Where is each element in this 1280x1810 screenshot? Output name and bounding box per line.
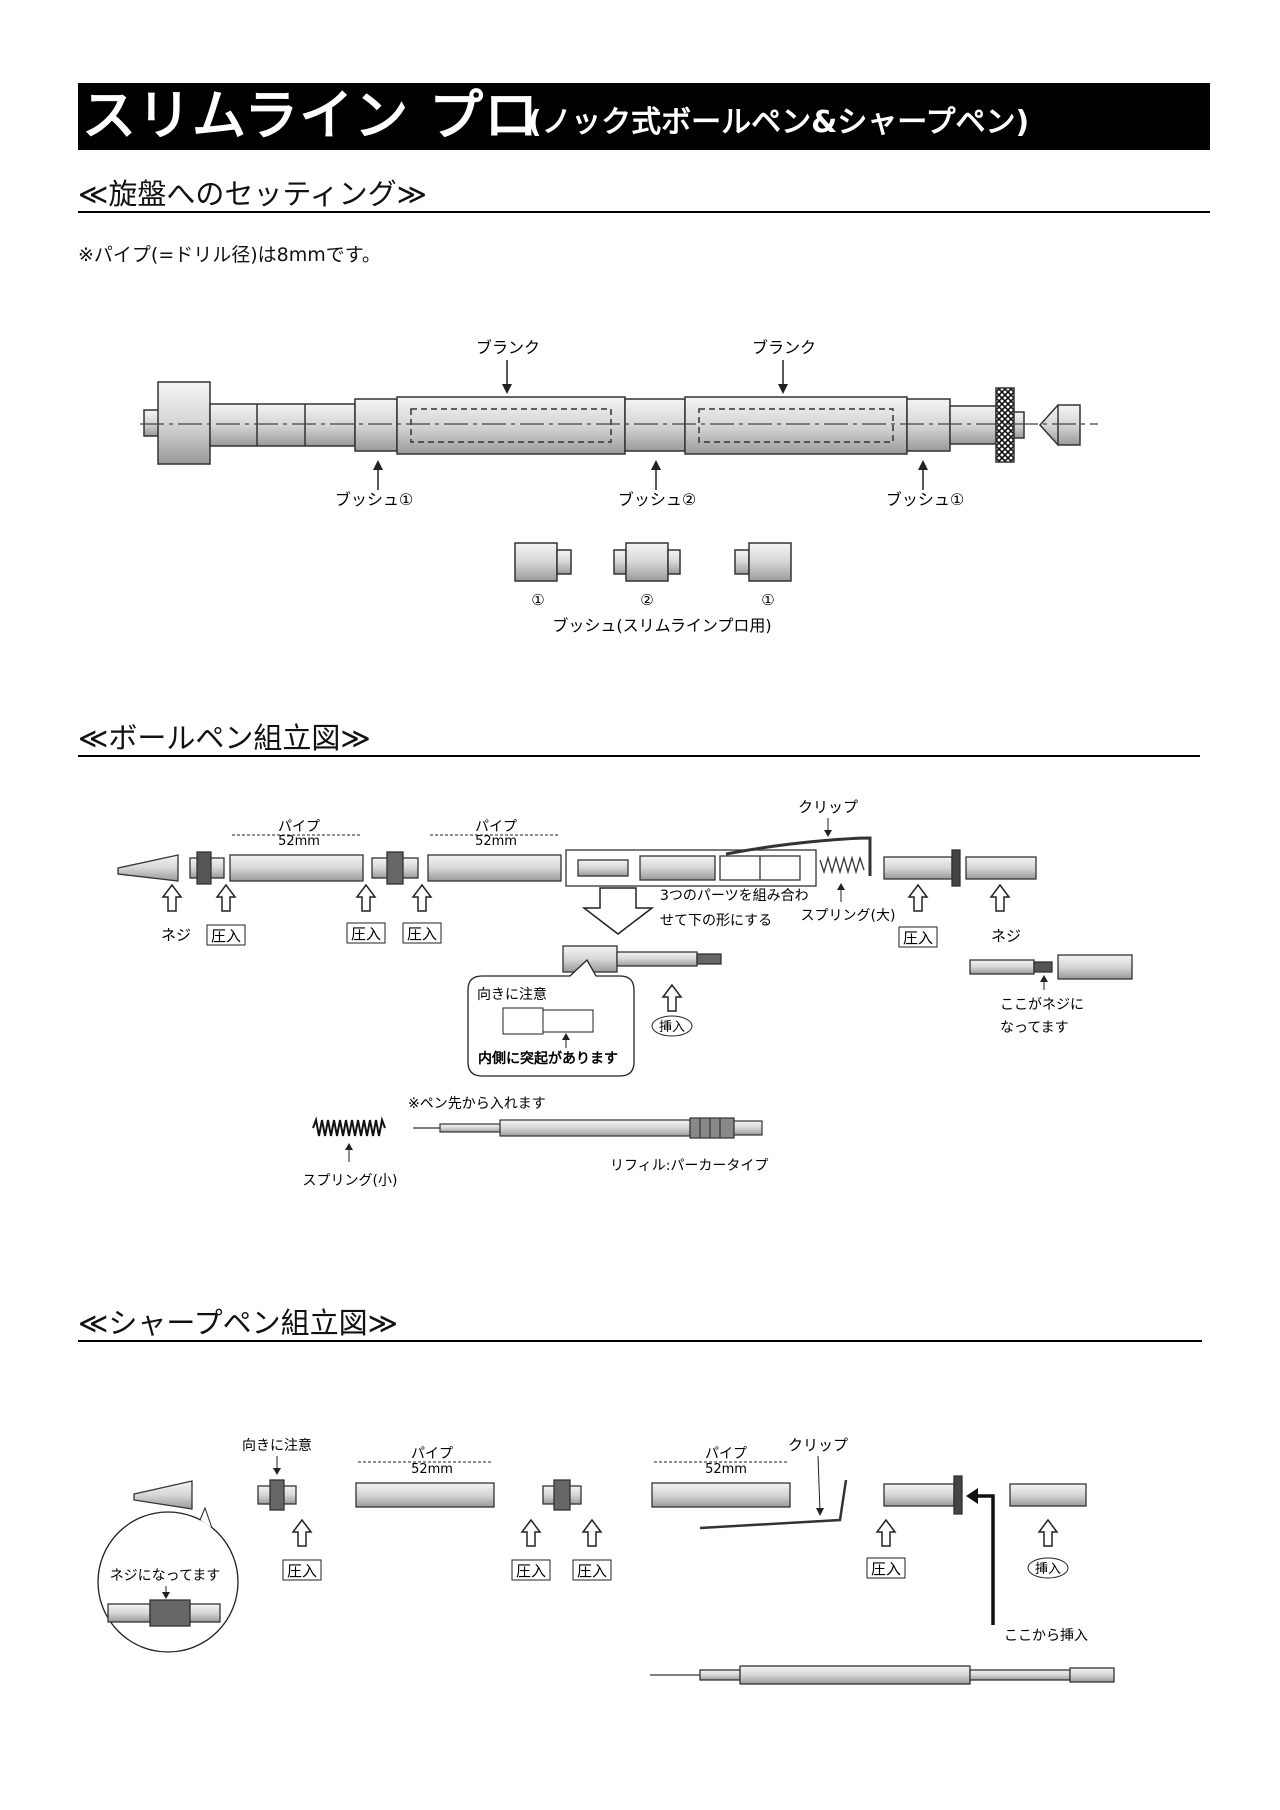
pipe-length-1: 52mm [411, 1462, 453, 1477]
thread-here-text-1: ここがネジに [1000, 997, 1084, 1013]
pipe-label-2: パイプ [705, 1446, 747, 1462]
bush-num-2: ② [640, 591, 653, 609]
refill-drawing [413, 1117, 763, 1139]
tube-2-hidden [698, 408, 894, 443]
press-arrows [291, 1518, 1059, 1547]
bush-1-right [906, 398, 951, 452]
loose-bushes [514, 542, 792, 582]
press-arrows [161, 883, 1011, 1012]
callout-protrusion: 内側に突起があります [478, 1050, 618, 1067]
pencil-mechanism [739, 1665, 971, 1685]
pencil-tip [133, 1480, 193, 1510]
pipe-1 [355, 1482, 495, 1508]
press-label-4: 圧入 [903, 929, 933, 947]
mandrel-shaft-end [949, 405, 997, 445]
section-heading-ballpen: ≪ボールペン組立図≫ [78, 721, 371, 755]
page-subtitle: (ノック式ボールペン&シャープペン) [528, 105, 1030, 140]
thread-here-text-2: なってます [1000, 1020, 1069, 1036]
press-label-2: 圧入 [516, 1562, 546, 1580]
cap-rear [1009, 1483, 1087, 1507]
pencil-clip [699, 1479, 848, 1530]
spring-small-drawing [312, 1116, 386, 1137]
clip-label: クリップ [788, 1436, 848, 1454]
pipe-label-2: パイプ [475, 819, 517, 835]
section-heading-setting: ≪旋盤へのセッティング≫ [78, 177, 427, 211]
refill-label: リフィル:パーカータイプ [610, 1158, 768, 1174]
pipe-2 [427, 854, 562, 882]
bush-2-mid [624, 398, 686, 452]
cap-front [883, 856, 953, 880]
press-label-3: 圧入 [407, 925, 437, 943]
pipe-1 [229, 854, 364, 882]
blank-label-1: ブランク [476, 338, 540, 357]
bush-num-3: ① [761, 591, 774, 609]
blank-2 [684, 396, 908, 455]
insert-label: 挿入 [1035, 1562, 1061, 1577]
cap-front [883, 1483, 955, 1507]
lathe-setting-diagram: ブランク ブランク ブッシュ① ブッシュ② ブッシュ① ① ② ① ブッシュ(ス… [140, 338, 1098, 635]
press-label-1: 圧入 [211, 927, 241, 945]
combine-text-2: せて下の形にする [660, 913, 772, 929]
cap-rear-2 [1057, 954, 1133, 980]
section-heading-mechpencil: ≪シャープペン組立図≫ [78, 1306, 398, 1340]
live-center [1038, 404, 1081, 446]
spring-large-drawing [819, 855, 865, 875]
bush-1-left [354, 398, 398, 452]
center-band-ring [386, 851, 404, 885]
mechpencil-assembly-diagram: ネジになってます 向きに注意 パイプ 52mm パイプ 52mm クリップ 圧入… [97, 1436, 1115, 1685]
bush-label-left: ブッシュ① [335, 490, 413, 509]
bush-caption: ブッシュ(スリムラインプロ用) [552, 616, 771, 635]
ballpen-clip [725, 836, 872, 876]
page-title: スリムライン プロ [82, 84, 540, 147]
pipe-label-1: パイプ [411, 1446, 453, 1462]
knurled-nut [995, 387, 1015, 463]
insert-label: 挿入 [659, 1020, 685, 1035]
section-rule [78, 1340, 1202, 1342]
bush-label-right: ブッシュ① [886, 490, 964, 509]
neji-right-label: ネジ [991, 927, 1021, 945]
spring-small-label: スプリング(小) [303, 1173, 398, 1189]
mandrel-assembly [143, 381, 1081, 465]
cap-rear [965, 856, 1037, 880]
ballpen-assembly-diagram: パイプ 52mm パイプ 52mm クリップ ネジ 圧入 圧入 圧入 圧入 3つ… [117, 798, 1133, 1189]
drive-collet [157, 381, 211, 465]
press-label-2: 圧入 [351, 925, 381, 943]
spacers [209, 403, 356, 447]
press-label-4: 圧入 [871, 1560, 901, 1578]
spring-large-label: スプリング(大) [801, 908, 896, 924]
title-bar: スリムライン プロ (ノック式ボールペン&シャープペン) [78, 83, 1210, 150]
pipe-length-2: 52mm [475, 834, 517, 849]
tube-1-hidden [410, 408, 612, 443]
clip-label: クリップ [798, 798, 858, 816]
blank-1 [396, 396, 626, 455]
neji-left-label: ネジ [161, 926, 191, 944]
mechanism-group-box [565, 849, 817, 887]
tip-coupler-ring [196, 851, 212, 885]
bush-label-mid: ブッシュ② [618, 490, 696, 509]
pipe-label-1: パイプ [278, 819, 320, 835]
section-rule [78, 211, 1210, 213]
insert-path-arrow [974, 1494, 995, 1625]
press-label-1: 圧入 [287, 1562, 317, 1580]
press-label-3: 圧入 [577, 1562, 607, 1580]
pipe-diameter-note: ※パイプ(=ドリル径)は8mmです。 [78, 244, 381, 266]
pipe-length-2: 52mm [705, 1462, 747, 1477]
bush-num-1: ① [531, 591, 544, 609]
thread-bubble-label: ネジになってます [110, 1568, 221, 1584]
ballpen-tip [117, 854, 179, 882]
combine-text-1: 3つのパーツを組み合わ [660, 888, 809, 904]
orientation-caution: 向きに注意 [242, 1437, 312, 1454]
pipe-length-1: 52mm [278, 834, 320, 849]
section-rule [78, 755, 1200, 757]
pipe-2 [651, 1482, 791, 1508]
callout-caution: 向きに注意 [477, 986, 547, 1003]
blank-label-2: ブランク [752, 338, 816, 357]
from-tip-note: ※ペン先から入れます [408, 1096, 546, 1112]
threaded-insert [969, 959, 1035, 975]
insert-from-here: ここから挿入 [1004, 1628, 1088, 1644]
